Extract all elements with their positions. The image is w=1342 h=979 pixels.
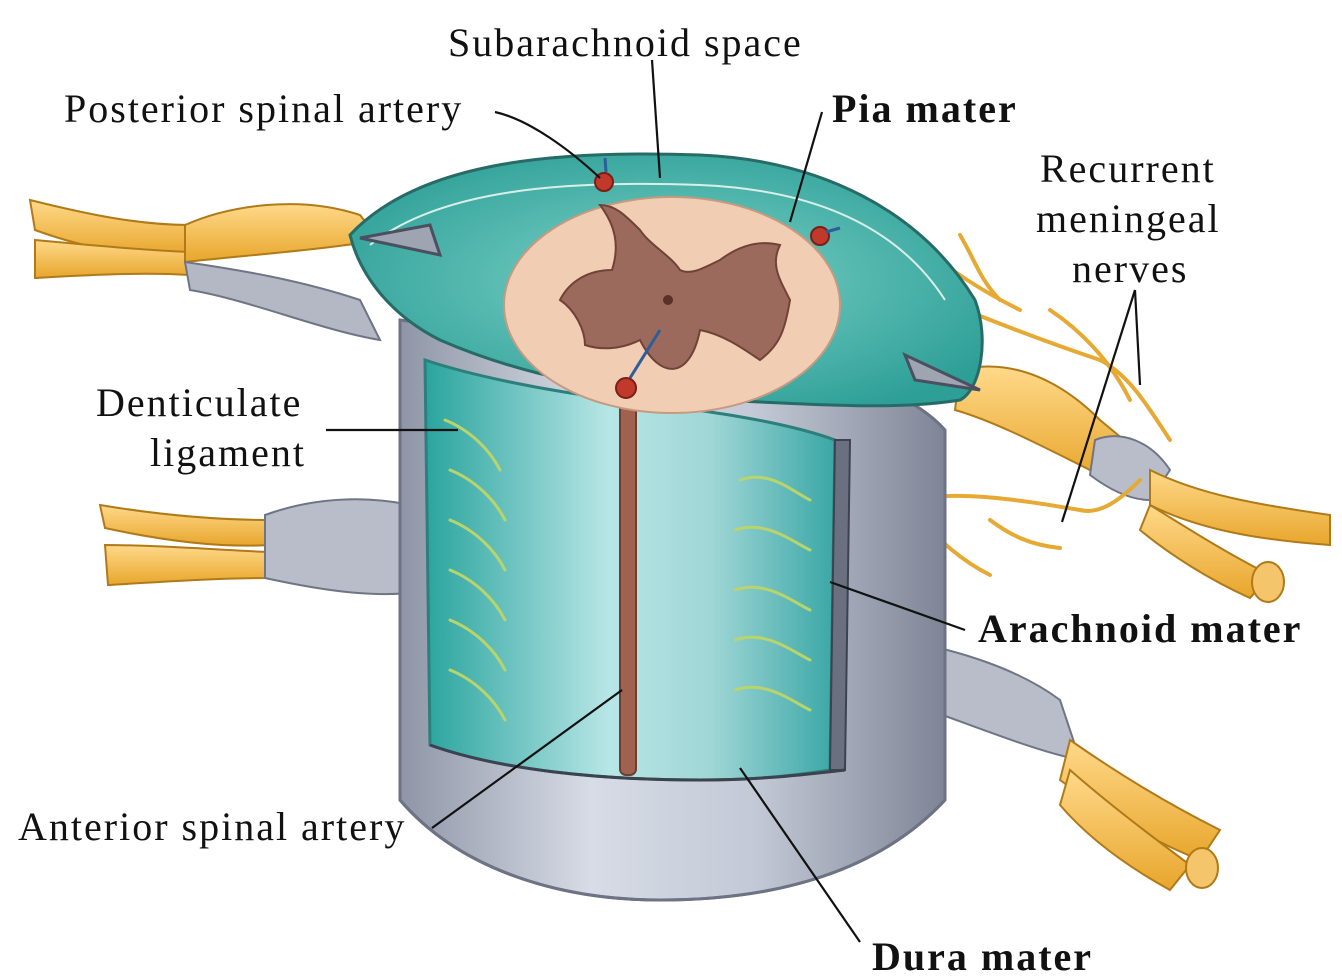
label-denticulate-line1: Denticulate xyxy=(96,380,302,425)
right-lower-spinal-nerve xyxy=(900,640,1220,890)
label-denticulate-line2: ligament xyxy=(150,430,306,475)
label-arachnoid-mater: Arachnoid mater xyxy=(978,606,1302,651)
left-upper-spinal-nerve xyxy=(30,200,380,340)
label-recurrent-line1: Recurrent xyxy=(1040,146,1216,191)
anterior-spinal-artery-vessel xyxy=(620,395,636,775)
spinal-cord-section xyxy=(504,197,840,413)
label-subarachnoid-space: Subarachnoid space xyxy=(448,20,803,65)
label-recurrent-line3: nerves xyxy=(1072,246,1188,291)
label-recurrent-line2: meningeal xyxy=(1036,196,1221,241)
label-dura-mater: Dura mater xyxy=(872,934,1093,974)
leader-recurrent-1 xyxy=(1135,290,1140,385)
label-posterior-spinal-artery: Posterior spinal artery xyxy=(64,86,463,131)
label-pia-mater: Pia mater xyxy=(832,86,1018,131)
label-anterior-spinal-artery: Anterior spinal artery xyxy=(18,804,406,849)
left-lower-spinal-nerve xyxy=(100,499,430,594)
